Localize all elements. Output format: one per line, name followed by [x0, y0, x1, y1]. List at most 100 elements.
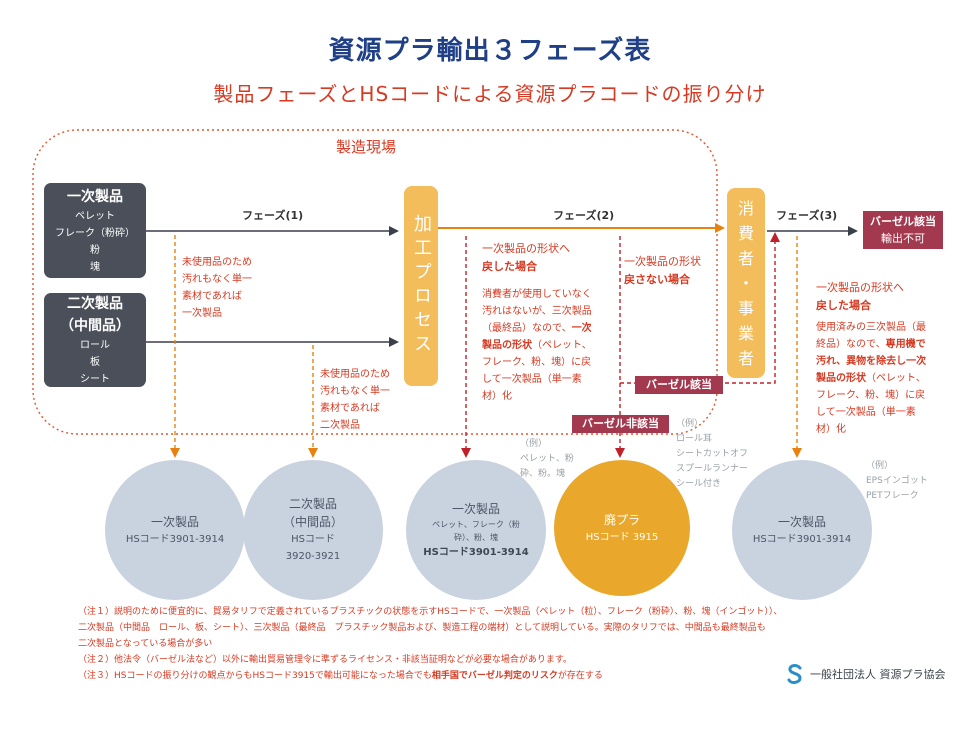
note-bold: 製品の形状	[816, 373, 866, 384]
example-primary: （例） ペレット、粉 砕、粉。塊	[520, 437, 574, 482]
note-bold: 一次	[571, 323, 592, 334]
example-line: 砕、粉。塊	[520, 469, 566, 479]
circle-title: 廃プラ	[603, 512, 640, 527]
footnote-line: 二次製品となっている場合が多い	[78, 639, 213, 649]
process-bar-label: 加工プロセス	[411, 214, 432, 358]
circle-secondary-product: 二次製品 （中間品） HSコード 3920-3921	[243, 460, 383, 600]
note-line: （ペレット、	[532, 340, 592, 351]
note-line: （最終品）なので、	[482, 323, 572, 334]
basel-not-applicable-tag: バーゼル非該当	[572, 415, 669, 433]
footnote-bold: 相手国でバーゼル判定のリスク	[431, 671, 558, 681]
example-scrap: （例） ロール耳 シートカットオフ スプールランナー シール付き	[676, 417, 748, 492]
footnote-line: （注１）説明のために便宜的に、貿易タリフで定義されているプラスチックの状態を示す…	[78, 607, 783, 617]
tag-line: 輸出不可	[881, 232, 925, 245]
basel-applicable-export-ban-tag: バーゼル該当 輸出不可	[863, 211, 943, 249]
consumer-char: 業	[737, 323, 754, 343]
footnote-line: （注２）他法令（バーゼル法など）以外に輸出貿易管理令に準ずるライセンス・非該当証…	[78, 655, 572, 665]
example-line: EPSインゴット	[866, 476, 928, 486]
note-line: 未使用品のため	[320, 369, 390, 380]
footnote-line: 二次製品（中間品 ロール、板、シート）、三次製品（最終品 プラスチック製品および…	[78, 623, 766, 633]
circle-code: HSコード3901-3914	[752, 533, 852, 545]
primary-product-box: 一次製品 ペレット フレーク（粉砕） 粉 塊	[44, 183, 146, 278]
secondary-product-line: ロール	[80, 339, 110, 351]
note-line: 素材であれば	[320, 403, 380, 414]
note-line: 二次製品	[320, 420, 360, 431]
note-line: 一次製品	[182, 308, 222, 319]
phase2-label: フェーズ(2)	[553, 209, 615, 222]
secondary-product-sub: （中間品）	[60, 317, 130, 334]
note-line: して一次製品（単一素	[482, 374, 582, 385]
note-line: 終品）なので、	[816, 339, 886, 350]
primary-product-title: 一次製品	[67, 188, 123, 205]
note-phase3-return: 一次製品の形状へ 戻した場合 使用済みの三次製品（最 終品）なので、専用機で 汚…	[816, 279, 946, 438]
circle-waste-plastic: 廃プラ HSコード 3915	[554, 460, 690, 596]
note-head: 一次製品の形状	[624, 255, 701, 268]
note-head: 一次製品の形状へ	[816, 281, 904, 294]
footnotes: （注１）説明のために便宜的に、貿易タリフで定義されているプラスチックの状態を示す…	[78, 604, 938, 684]
circle-primary-consumer: 一次製品 HSコード3901-3914	[732, 460, 872, 600]
organization-logo: 一般社団法人 資源プラ協会	[786, 664, 946, 684]
note-line: 汚れもなく単一	[320, 386, 390, 397]
page-title: 資源プラ輸出３フェーズ表	[328, 36, 652, 66]
note-head-bold: 戻さない場合	[624, 273, 690, 286]
note-line: 未使用品のため	[182, 257, 252, 268]
circle-title: 一次製品	[777, 514, 826, 529]
organization-mark-icon	[787, 664, 802, 684]
factory-zone-label: 製造現場	[336, 138, 397, 156]
example-line: （例）	[676, 419, 704, 429]
circle-detail: ペレット、フレーク（粉	[432, 519, 520, 529]
example-line: （例）	[866, 461, 894, 471]
primary-product-line: 塊	[90, 261, 100, 273]
consumer-char: ・	[737, 273, 754, 293]
note-line: 材）化	[816, 424, 846, 435]
note-line: フレーク、粉、塊）に戻	[816, 390, 926, 401]
primary-product-line: 粉	[90, 244, 100, 256]
circle-code: HSコード3901-3914	[423, 546, 529, 558]
note-head-bold: 戻した場合	[482, 260, 537, 273]
note-line: （ペレット、	[866, 373, 926, 384]
note-head: 一次製品の形状へ	[482, 242, 570, 255]
circle-code: 3920-3921	[285, 551, 341, 562]
circle-primary-recycled: 一次製品 ペレット、フレーク（粉 砕）、粉、塊 HSコード3901-3914	[406, 460, 546, 600]
note-phase2-no-return: 一次製品の形状 戻さない場合	[624, 253, 701, 289]
phase1-label: フェーズ(1)	[242, 209, 304, 222]
note-line: 素材であれば	[182, 291, 242, 302]
footnote-line-3: （注３）HSコードの振り分けの観点からもHSコード3915で輸出可能になった場合…	[78, 668, 938, 684]
note-phase2-return: 一次製品の形状へ 戻した場合 消費者が使用していなく 汚れはないが、三次製品 （…	[482, 240, 602, 405]
consumer-char: 者	[737, 248, 754, 268]
note-line: 消費者が使用していなく	[482, 289, 592, 300]
note-line: 材）化	[482, 391, 512, 402]
note-line: 汚れはないが、三次製品	[482, 306, 592, 317]
consumer-char: 消	[737, 198, 754, 218]
phase3-label: フェーズ(3)	[776, 209, 838, 222]
circle-title: 一次製品	[150, 514, 199, 529]
circle-code: HSコード 3915	[585, 531, 659, 543]
circle-detail: 砕）、粉、塊	[454, 532, 498, 542]
example-line: ロール耳	[676, 434, 713, 444]
example-line: シール付き	[676, 479, 722, 489]
note-bold: 汚れ、異物を除去し一次	[816, 356, 927, 367]
tag-line: バーゼル該当	[870, 215, 936, 228]
consumer-char: 者	[737, 348, 754, 368]
secondary-product-line: シート	[80, 373, 110, 385]
example-line: PETフレーク	[866, 491, 919, 501]
primary-product-line: フレーク（粉砕）	[55, 227, 135, 239]
primary-product-line: ペレット	[75, 210, 115, 222]
example-line: （例）	[520, 439, 548, 449]
note-bold: 専用機で	[885, 339, 926, 350]
note-line: フレーク、粉、塊）に戻	[482, 357, 592, 368]
circle-code: HSコード	[291, 534, 335, 545]
circle-title: 一次製品	[451, 501, 500, 516]
secondary-product-box: 二次製品 （中間品） ロール 板 シート	[44, 293, 146, 387]
note-line: して一次製品（単一素	[816, 407, 916, 418]
example-line: スプールランナー	[676, 464, 749, 474]
circle-code: HSコード3901-3914	[125, 533, 225, 545]
example-line: ペレット、粉	[520, 454, 574, 464]
footnote-text: （注３）HSコードの振り分けの観点からもHSコード3915で輸出可能になった場合…	[78, 671, 432, 681]
circle-primary-product: 一次製品 HSコード3901-3914	[105, 460, 245, 600]
consumer-bar: 消 費 者 ・ 事 業 者	[727, 188, 765, 378]
consumer-char: 費	[737, 223, 754, 243]
secondary-product-line: 板	[90, 356, 100, 368]
organization-name: 一般社団法人 資源プラ協会	[810, 668, 946, 681]
note-head-bold: 戻した場合	[816, 299, 871, 312]
